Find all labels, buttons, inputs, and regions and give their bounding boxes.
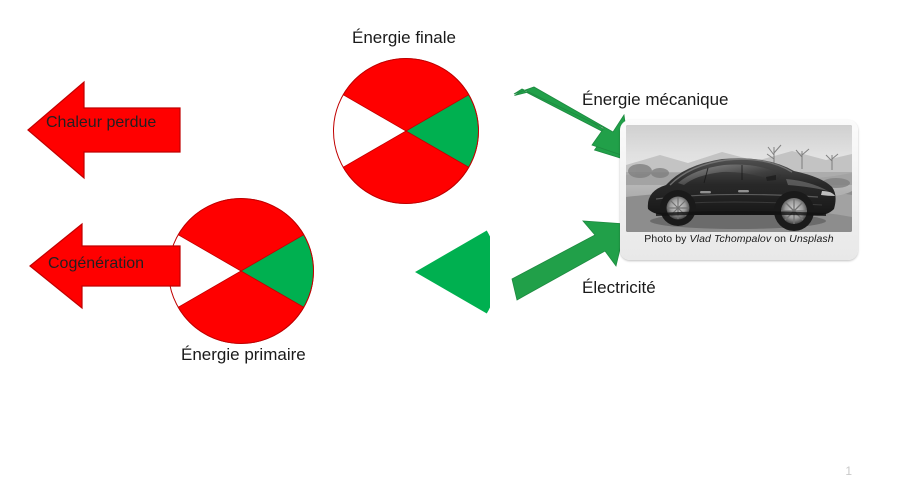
pie-energie-finale	[333, 58, 479, 204]
photo-credit-prefix: Photo by	[644, 233, 690, 245]
arrow-cogeneration	[29, 222, 181, 310]
arrow-cogeneration-label: Cogénération	[48, 255, 145, 272]
pie-energie-finale-title: Énergie finale	[352, 28, 456, 47]
slide-number: 1	[845, 464, 852, 478]
car-photo	[626, 125, 852, 232]
pie-wedge-electricite	[408, 208, 490, 336]
photo-credit: Photo by Vlad Tchompalov on Unsplash	[620, 233, 858, 245]
pie-wedge-shape	[415, 230, 490, 314]
pie-energie-primaire	[168, 198, 314, 344]
arrow-chaleur-perdue-label: Chaleur perdue	[46, 114, 157, 131]
arrow-cogeneration-shape	[29, 222, 181, 310]
arrow-energie-mecanique-label: Énergie mécanique	[582, 90, 729, 109]
arrow-chaleur-perdue-shape	[27, 80, 181, 180]
photo-credit-middle: on	[771, 233, 790, 245]
pie-energie-primaire-title: Énergie primaire	[181, 345, 306, 364]
photo-card: Photo by Vlad Tchompalov on Unsplash	[620, 120, 858, 260]
arrow-chaleur-perdue	[27, 80, 181, 180]
photo-credit-source[interactable]: Unsplash	[789, 233, 834, 245]
photo-credit-author: Vlad Tchompalov	[689, 233, 772, 245]
arrow-electricite-label: Électricité	[582, 278, 656, 297]
